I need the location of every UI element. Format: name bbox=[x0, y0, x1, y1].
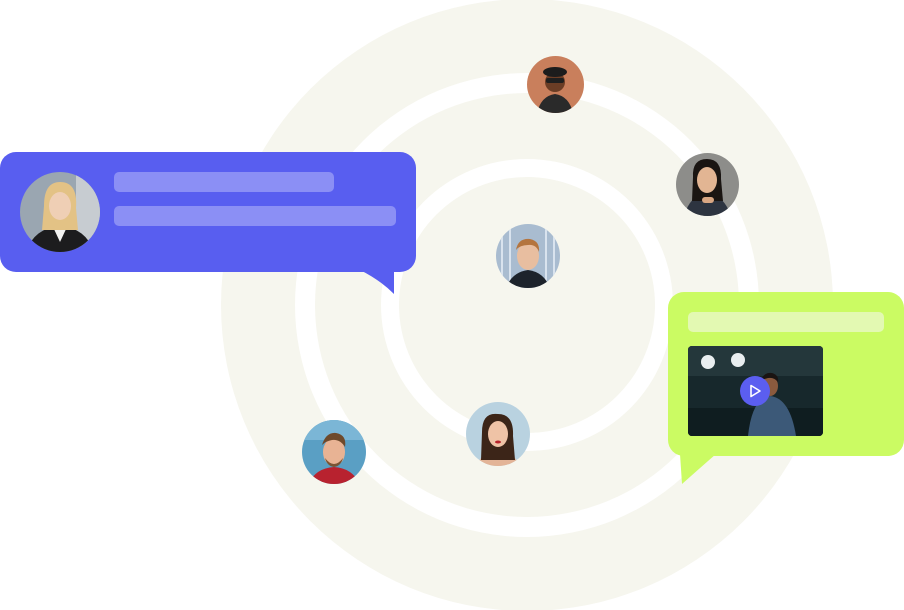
video-thumbnail[interactable] bbox=[688, 346, 823, 436]
person-photo-icon bbox=[302, 420, 366, 484]
avatar-in-blue-bubble[interactable] bbox=[20, 172, 100, 252]
avatar-top-right[interactable] bbox=[676, 153, 739, 216]
person-photo-icon bbox=[20, 172, 100, 252]
avatar-bottom-left[interactable] bbox=[302, 420, 366, 484]
chat-bubble-green bbox=[668, 292, 904, 484]
play-button[interactable] bbox=[740, 376, 770, 406]
bubble-tail bbox=[680, 454, 716, 484]
bubble-tail bbox=[360, 270, 394, 294]
person-photo-icon bbox=[527, 56, 584, 113]
person-photo-icon bbox=[676, 153, 739, 216]
message-placeholder-line bbox=[114, 172, 334, 192]
chat-bubble-blue bbox=[0, 152, 416, 294]
play-icon bbox=[750, 384, 761, 398]
message-placeholder-line bbox=[688, 312, 884, 332]
person-photo-icon bbox=[496, 224, 560, 288]
avatar-center[interactable] bbox=[496, 224, 560, 288]
avatar-bottom-center[interactable] bbox=[466, 402, 530, 466]
avatar-top[interactable] bbox=[527, 56, 584, 113]
person-photo-icon bbox=[466, 402, 530, 466]
message-placeholder-line bbox=[114, 206, 396, 226]
